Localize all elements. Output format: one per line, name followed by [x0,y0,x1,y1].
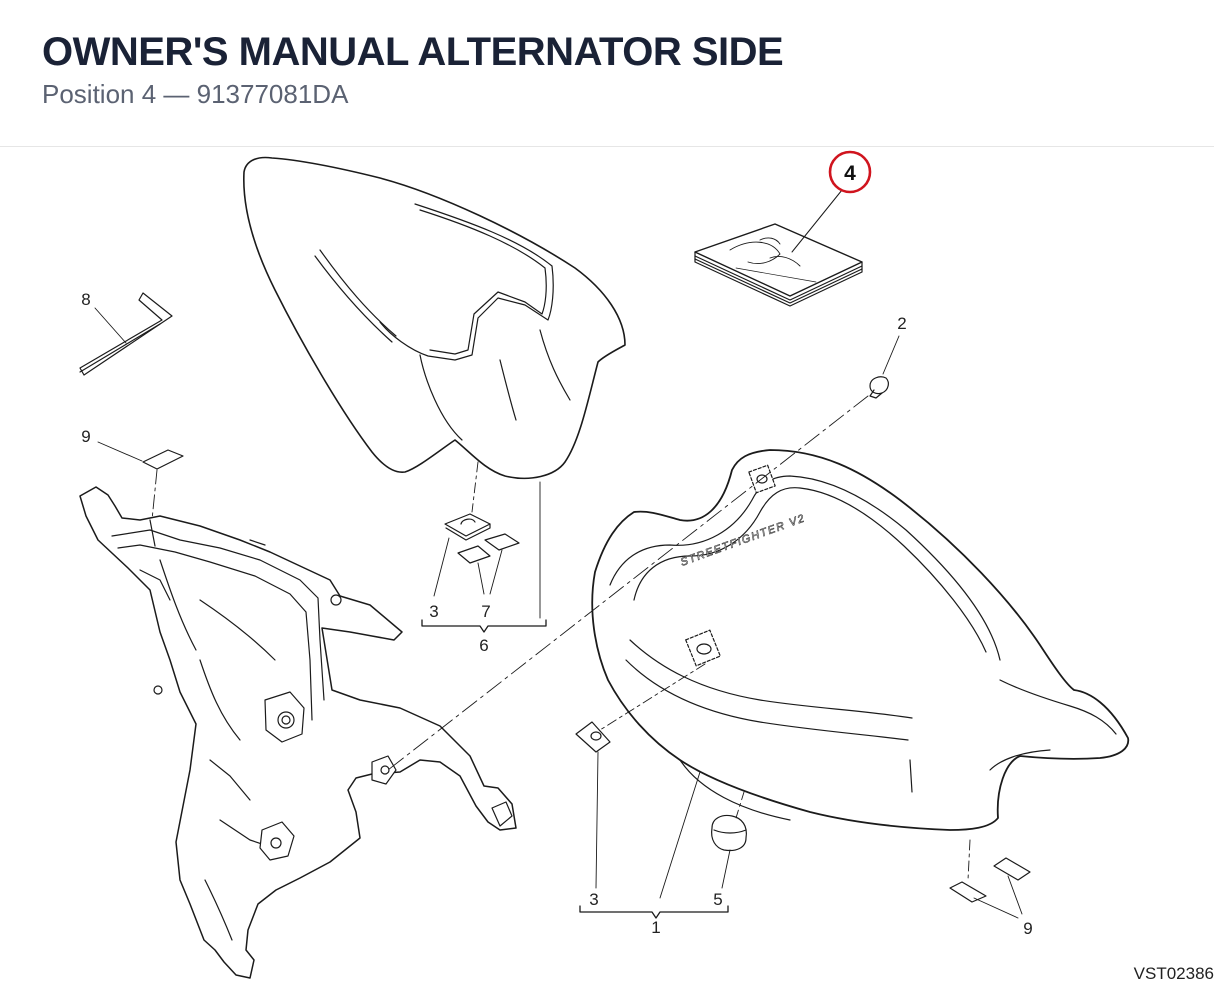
sticker-label-part-left[interactable] [142,449,184,470]
callout-2[interactable]: 2 [897,314,906,333]
callout-3-bottom[interactable]: 3 [589,890,598,909]
callout-9-left[interactable]: 9 [81,427,90,446]
page-title: OWNER'S MANUAL ALTERNATOR SIDE [42,30,784,74]
sticker-label-part-right-a[interactable] [949,881,987,903]
seat-screw-part[interactable] [869,376,889,399]
page-subtitle: Position 4 — 91377081DA [42,79,349,109]
callout-5[interactable]: 5 [713,890,722,909]
callout-6[interactable]: 6 [479,636,488,655]
header: OWNER'S MANUAL ALTERNATOR SIDE Position … [0,0,1214,147]
rear-subframe-part[interactable] [79,486,517,979]
drawing-code: VST02386 [1133,964,1214,983]
passenger-seat-cover-part[interactable] [243,156,626,480]
rubber-bumper-part[interactable] [711,814,747,852]
callout-4-highlighted[interactable]: 4 [844,162,856,185]
adhesive-pad-part-a[interactable] [457,545,491,564]
callout-7[interactable]: 7 [481,602,490,621]
rubber-pad-part-top[interactable] [444,513,491,541]
sticker-label-part-right-b[interactable] [993,857,1031,881]
hex-key-part[interactable] [79,292,173,376]
adhesive-pad-part-b[interactable] [484,533,520,551]
owners-manual-part[interactable] [694,223,863,307]
callout-1[interactable]: 1 [651,918,660,937]
rubber-pad-part-bottom[interactable] [575,721,611,753]
rider-seat-part[interactable] [591,449,1130,831]
callout-3-top[interactable]: 3 [429,602,438,621]
callout-9-right[interactable]: 9 [1023,919,1032,938]
callout-8[interactable]: 8 [81,290,90,309]
